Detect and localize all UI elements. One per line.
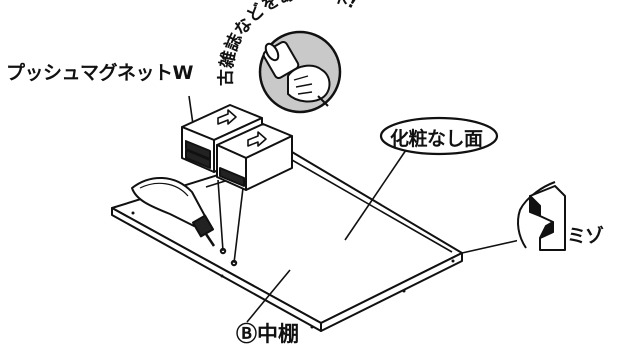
push-magnet-label: プッシュマグネットW <box>6 62 193 84</box>
shelf-board <box>111 151 463 332</box>
finish-face-label: 化粧なし面 <box>390 128 483 150</box>
leader-groove <box>461 239 521 254</box>
groove-label: ミゾ <box>567 225 604 247</box>
arrow-right-outline-icon <box>217 109 237 125</box>
leader-lines <box>188 95 521 323</box>
leader-hole-1 <box>217 179 224 252</box>
finish-face-badge <box>379 116 499 156</box>
leader-finish-face <box>344 149 407 241</box>
groove-detail <box>517 178 617 254</box>
hand-icon <box>287 64 331 107</box>
leader-hole-2 <box>233 187 244 264</box>
push-magnet-right <box>216 123 293 191</box>
arrow-right-outline-icon <box>247 131 267 147</box>
adhesive-tube-icon <box>131 176 216 247</box>
middle-shelf-label: Ⓑ中棚 <box>236 322 299 346</box>
hammer-badge: 古雑誌などをあてて木! <box>216 0 360 114</box>
leader-shelf <box>246 269 291 323</box>
hammer-icon <box>262 40 300 80</box>
